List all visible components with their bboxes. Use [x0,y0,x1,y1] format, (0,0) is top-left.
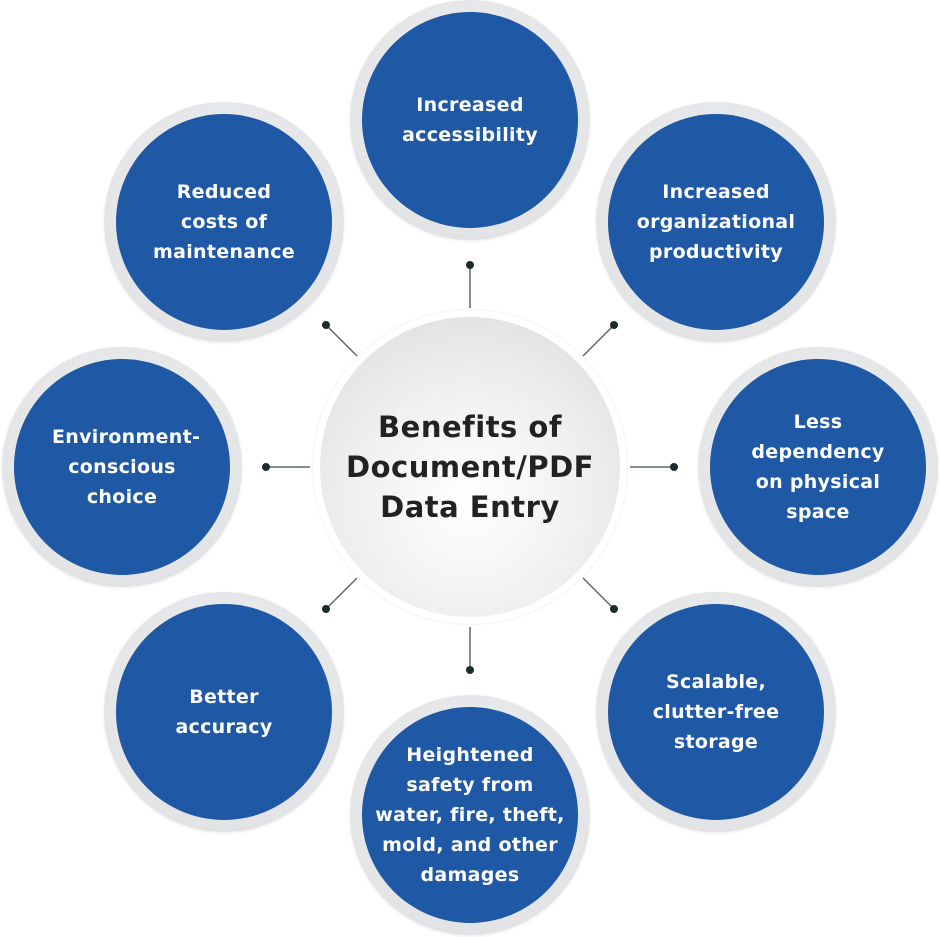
benefit-node-environment: Environment-conscious choice [2,347,242,587]
benefit-label: Environment-conscious choice [52,426,201,508]
benefit-node-physical-space: Less dependency on physical space [698,347,938,587]
connector-dot [262,463,270,471]
benefit-node-maintenance: Reduced costs of maintenance [104,102,344,342]
benefit-label: Better accuracy [175,686,273,738]
benefit-label: Increased accessibility [402,94,538,146]
benefit-label: Heightened safety from water, fire, thef… [375,744,565,886]
benefit-label: Increased organizational productivity [636,181,796,263]
connector-line [582,324,615,357]
connector-line [582,577,615,610]
connector-dot [322,321,330,329]
connector-dot [610,321,618,329]
benefit-node-accuracy: Better accuracy [104,592,344,832]
benefit-node-productivity: Increased organizational productivity [596,102,836,342]
connector-dot [670,463,678,471]
benefit-node-accessibility: Increased accessibility [350,0,590,240]
connector-dot [610,605,618,613]
benefit-node-storage: Scalable, clutter-free storage [596,592,836,832]
connector-dot [466,666,474,674]
connector-line [325,577,358,610]
diagram-title: Benefits of Document/PDF Data Entry [346,410,594,524]
center-hub: Benefits of Document/PDF Data Entry [313,310,627,624]
benefit-node-safety: Heightened safety from water, fire, thef… [350,695,590,935]
connector-dot [466,261,474,269]
benefit-label: Reduced costs of maintenance [153,181,295,263]
connector-line [325,324,358,357]
benefit-label: Scalable, clutter-free storage [652,671,780,753]
benefit-label: Less dependency on physical space [751,411,885,523]
connector-dot [322,605,330,613]
